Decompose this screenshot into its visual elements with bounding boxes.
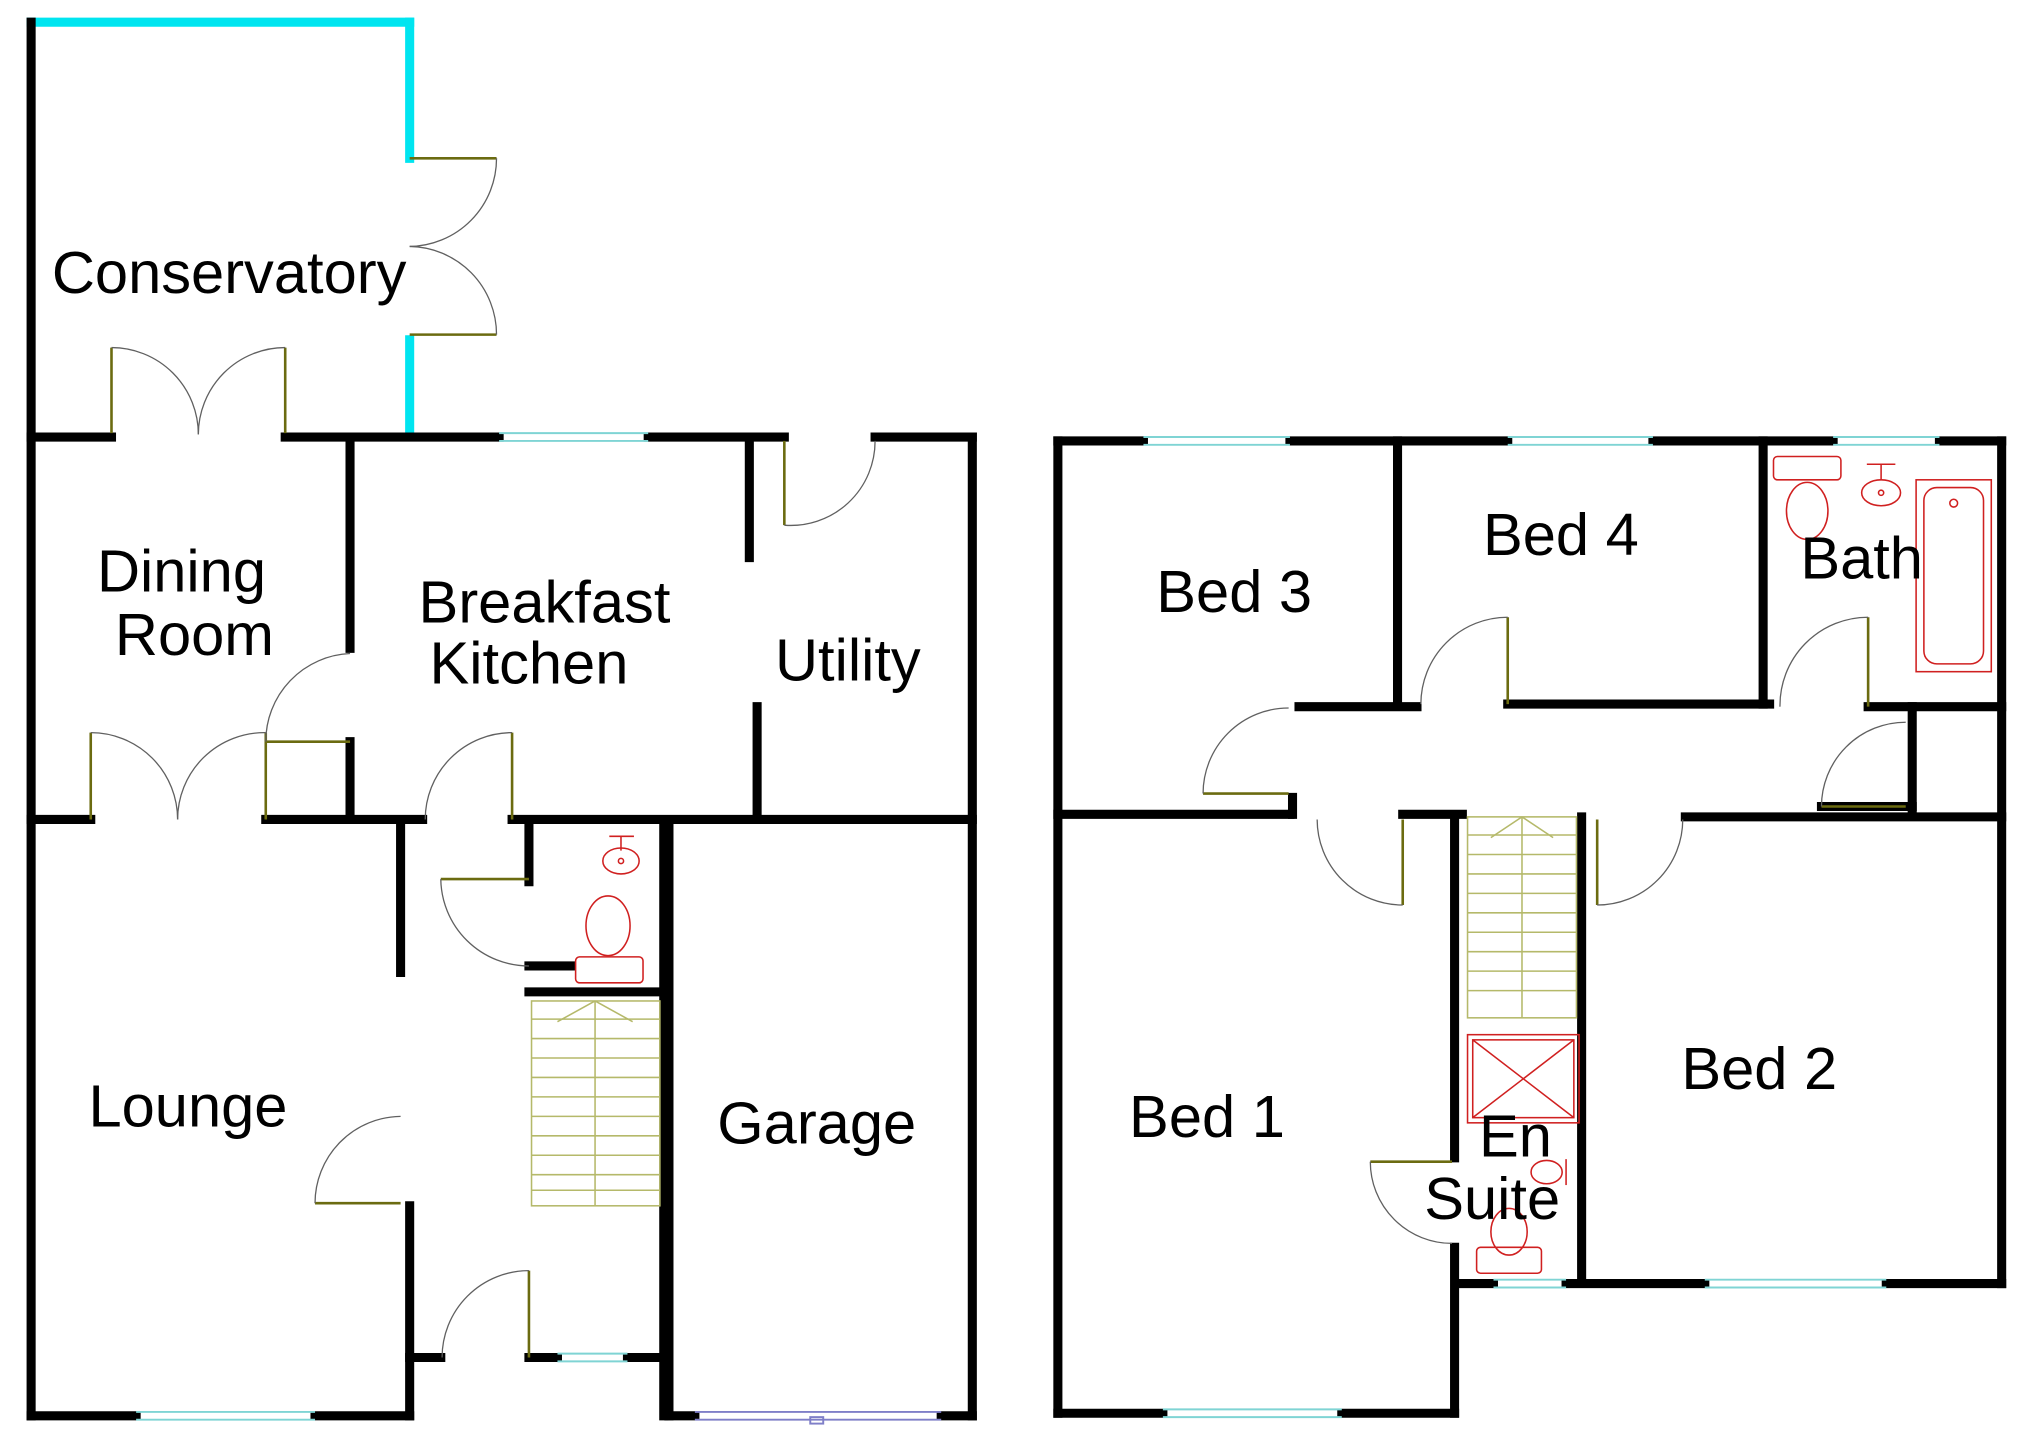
first-floor-windows bbox=[1143, 436, 1940, 1419]
dining-room-label-line2: Room bbox=[115, 601, 274, 668]
bath-label: Bath bbox=[1800, 524, 1923, 591]
first-floor-stairs bbox=[1466, 816, 1578, 1019]
breakfast-kitchen-label-line2: Kitchen bbox=[429, 629, 628, 696]
ensuite-fixtures bbox=[1466, 1033, 1580, 1274]
cloakroom-fixtures bbox=[574, 835, 644, 984]
conservatory-glazing bbox=[26, 17, 415, 436]
ground-floor-door-leaves bbox=[89, 157, 786, 1358]
garage-label: Garage bbox=[717, 1090, 916, 1157]
ground-floor-walls bbox=[26, 17, 977, 1421]
bed-2-label: Bed 2 bbox=[1681, 1035, 1837, 1102]
bed-4-label: Bed 4 bbox=[1483, 501, 1639, 568]
ground-floor: Conservatory Dining Room Breakfast Kitch… bbox=[26, 17, 977, 1425]
utility-label: Utility bbox=[775, 627, 921, 694]
ground-floor-stairs bbox=[530, 1000, 661, 1207]
ground-floor-windows bbox=[136, 432, 649, 1421]
first-floor-door-swings bbox=[1202, 616, 1906, 1245]
ground-floor-door-swings bbox=[90, 158, 876, 1358]
garage-door bbox=[694, 1410, 942, 1425]
lounge-label: Lounge bbox=[88, 1073, 287, 1140]
first-floor: Bed 3 Bed 4 Bath Bed 1 Bed 2 En Suite bbox=[1053, 436, 2007, 1419]
bathroom-fixtures bbox=[1772, 455, 1993, 673]
dining-room-label-line1: Dining bbox=[97, 537, 266, 604]
en-suite-label-line2: Suite bbox=[1424, 1165, 1560, 1232]
conservatory-label: Conservatory bbox=[52, 239, 407, 306]
en-suite-label-line1: En bbox=[1479, 1103, 1552, 1170]
first-floor-door-leaves bbox=[1203, 617, 1906, 1164]
bed-1-label: Bed 1 bbox=[1129, 1083, 1285, 1150]
bed-3-label: Bed 3 bbox=[1156, 558, 1312, 625]
breakfast-kitchen-label-line1: Breakfast bbox=[419, 568, 671, 635]
